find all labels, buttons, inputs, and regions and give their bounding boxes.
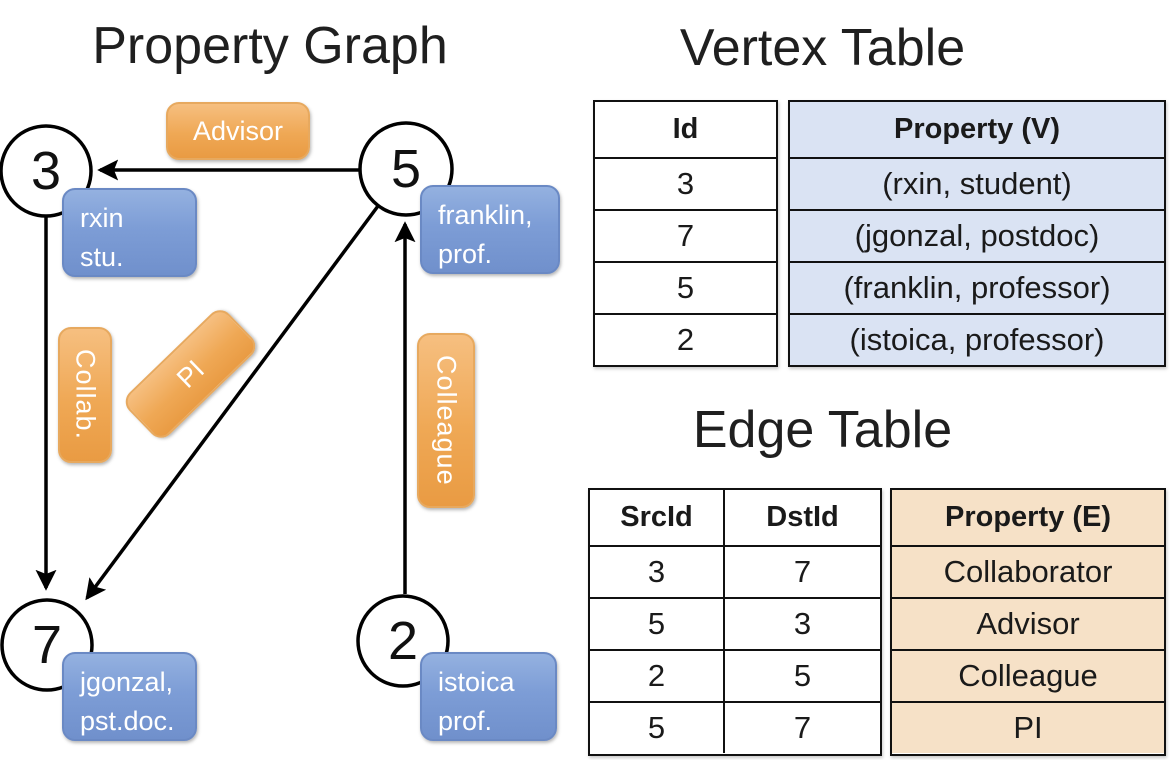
- edge-label-colleague: Colleague: [417, 333, 475, 508]
- vertex-table-property-cell: (franklin, professor): [790, 261, 1164, 313]
- node-5-id: 5: [390, 139, 422, 199]
- node-3-property-line1: rxin: [80, 202, 124, 233]
- edge-table-header-property: Property (E): [892, 490, 1164, 545]
- edge-table-id-columns: SrcId DstId 3 7 5 3 2 5 5 7: [588, 488, 882, 756]
- node-3-id: 3: [30, 141, 62, 201]
- edge-table-property-cell: Collaborator: [892, 545, 1164, 597]
- vertex-table-header-property: Property (V): [790, 102, 1164, 157]
- vertex-table-header-id: Id: [672, 113, 699, 145]
- node-7-property-label: jgonzal, pst.doc.: [62, 652, 197, 741]
- edge-table-header-dstid: DstId: [723, 490, 880, 545]
- vertex-table-id-cell: 7: [595, 209, 776, 261]
- node-5-property-label: franklin, prof.: [420, 185, 560, 274]
- edge-table-dstid-cell: 3: [723, 597, 880, 649]
- edge-table-property-cell: Colleague: [892, 649, 1164, 701]
- vertex-table-property-cell: (jgonzal, postdoc): [790, 209, 1164, 261]
- edge-table-title: Edge Table: [692, 401, 953, 459]
- node-7-property-line2: pst.doc.: [80, 705, 175, 736]
- vertex-table-title: Vertex Table: [679, 19, 966, 77]
- property-graph-title: Property Graph: [92, 17, 448, 75]
- edge-table-header-srcid: SrcId: [620, 501, 693, 533]
- vertex-table-id-column: Id 3 7 5 2: [593, 100, 778, 367]
- node-2-id: 2: [387, 611, 419, 671]
- edge-table-property-cell: Advisor: [892, 597, 1164, 649]
- edge-table-property-cell: PI: [892, 701, 1164, 753]
- edge-table-dstid-cell: 7: [723, 701, 880, 753]
- vertex-table-property-cell: (istoica, professor): [790, 313, 1164, 365]
- edge-table-srcid-cell: 5: [590, 597, 723, 649]
- node-2-property-line2: prof.: [438, 705, 493, 736]
- edge-label-advisor: Advisor: [166, 102, 310, 160]
- edge-table-dstid-cell: 7: [723, 545, 880, 597]
- edge-table-property-column: Property (E) Collaborator Advisor Collea…: [890, 488, 1166, 756]
- edge-table-srcid-cell: 5: [590, 701, 723, 753]
- edge-table-srcid-cell: 3: [590, 545, 723, 597]
- vertex-table-id-cell: 5: [595, 261, 776, 313]
- edge-table-srcid-cell: 2: [590, 649, 723, 701]
- node-7-id: 7: [31, 615, 63, 675]
- node-3-property-label: rxin stu.: [62, 188, 197, 277]
- vertex-table-id-cell: 2: [595, 313, 776, 365]
- edge-table-dstid-cell: 5: [723, 649, 880, 701]
- edge-label-collab: Collab.: [58, 327, 112, 463]
- node-5-property-line1: franklin,: [438, 199, 533, 230]
- vertex-table-id-cell: 3: [595, 157, 776, 209]
- node-3-property-line2: stu.: [80, 241, 124, 272]
- node-7-property-line1: jgonzal,: [80, 666, 174, 697]
- vertex-table-property-cell: (rxin, student): [790, 157, 1164, 209]
- edge-pi-5-to-7: [85, 204, 380, 601]
- node-2-property-label: istoica prof.: [420, 652, 557, 741]
- vertex-table-property-column: Property (V) (rxin, student) (jgonzal, p…: [788, 100, 1166, 367]
- node-2-property-line1: istoica: [438, 666, 515, 697]
- node-5-property-line2: prof.: [438, 238, 493, 269]
